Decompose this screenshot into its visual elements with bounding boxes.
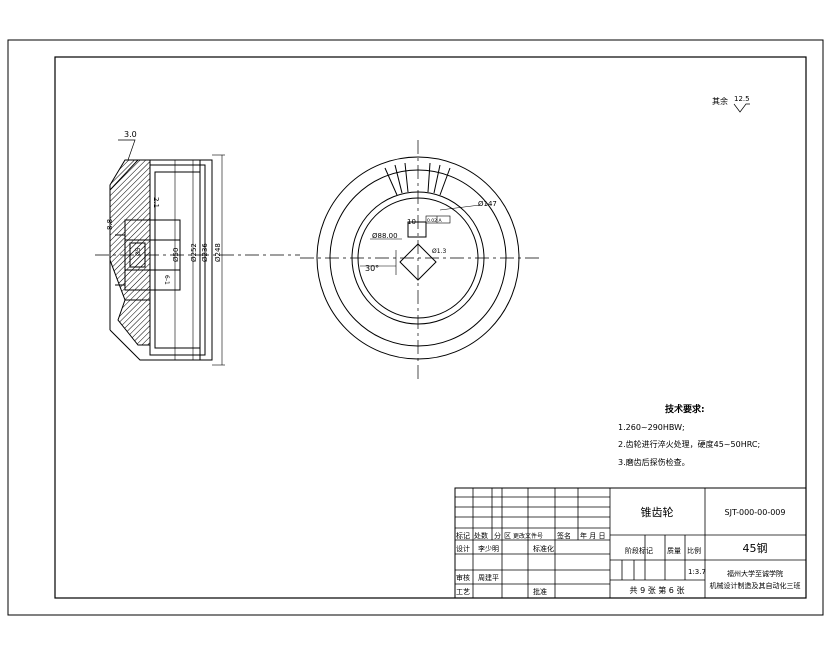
weight-label: 质量 bbox=[667, 546, 681, 555]
roughness-value: 12.5 bbox=[734, 95, 750, 103]
inner-frame bbox=[54, 56, 807, 599]
tech-req-1: 1.260~290HBW; bbox=[618, 423, 685, 432]
title-block bbox=[454, 487, 807, 599]
tech-req-3: 3.磨齿后探伤检查。 bbox=[618, 457, 690, 467]
material: 45钢 bbox=[743, 542, 768, 555]
roughness-label: 其余 bbox=[712, 96, 728, 106]
sheet-count: 共 9 张 第 6 张 bbox=[630, 585, 685, 595]
dim-d236: Ø236 bbox=[201, 243, 209, 262]
scale-value: 1:3.7 bbox=[688, 568, 706, 576]
dim-30deg: 30° bbox=[365, 264, 379, 273]
institution-2: 机械设计制造及其自动化三班 bbox=[710, 581, 801, 590]
stage-mark-label: 阶段标记 bbox=[625, 546, 653, 555]
dim-d1-3: Ø1.3 bbox=[432, 248, 446, 255]
dim-2-1: 2.1 bbox=[152, 197, 160, 208]
rev-col-date: 年 月 日 bbox=[580, 531, 605, 540]
design-label: 设计 bbox=[456, 544, 470, 553]
rev-col-mark: 标记 bbox=[456, 531, 470, 540]
tolerance-frame-text: 0.02 A bbox=[427, 218, 442, 224]
rev-col-count: 处数 bbox=[474, 531, 488, 540]
tech-req-2: 2.齿轮进行淬火处理，硬度45~50HRC; bbox=[618, 439, 760, 449]
part-name: 锥齿轮 bbox=[641, 505, 674, 519]
dim-d5: Ø5 bbox=[135, 247, 142, 256]
dim-d252: Ø252 bbox=[190, 243, 198, 262]
dim-d50: Ø50 bbox=[172, 248, 180, 262]
standardize-label: 标准化 bbox=[533, 544, 554, 553]
front-view bbox=[300, 140, 540, 382]
roughness-symbol bbox=[733, 103, 750, 113]
dim-8-8: 8.8 bbox=[106, 219, 114, 230]
side-section-view bbox=[95, 139, 300, 366]
chamfer-dim: 3.0 bbox=[124, 130, 137, 139]
drawing-number: SJT-000-00-009 bbox=[725, 508, 786, 517]
outer-frame bbox=[7, 39, 824, 616]
institution-1: 福州大学至诚学院 bbox=[727, 569, 783, 578]
dim-6-1: 6-1 bbox=[163, 275, 170, 285]
dim-d88: Ø88.00 bbox=[372, 232, 398, 240]
designer-name: 李少明 bbox=[478, 544, 499, 553]
dim-d147: Ø147 bbox=[478, 200, 497, 208]
rev-col-doc: 更改文件号 bbox=[513, 532, 543, 540]
rev-col-sign: 签名 bbox=[557, 531, 571, 540]
dim-d248: Ø248 bbox=[214, 243, 222, 262]
process-label: 工艺 bbox=[456, 588, 470, 596]
dim-10: 10 bbox=[407, 218, 416, 226]
approve-label: 批准 bbox=[533, 587, 547, 596]
reviewer-name: 周建平 bbox=[478, 573, 499, 582]
rev-col-fen: 分 bbox=[494, 531, 501, 540]
tech-req-title: 技术要求: bbox=[665, 403, 705, 415]
review-label: 审核 bbox=[456, 573, 470, 582]
scale-label: 比例 bbox=[687, 546, 701, 555]
rev-col-qu: 区 bbox=[504, 532, 511, 540]
